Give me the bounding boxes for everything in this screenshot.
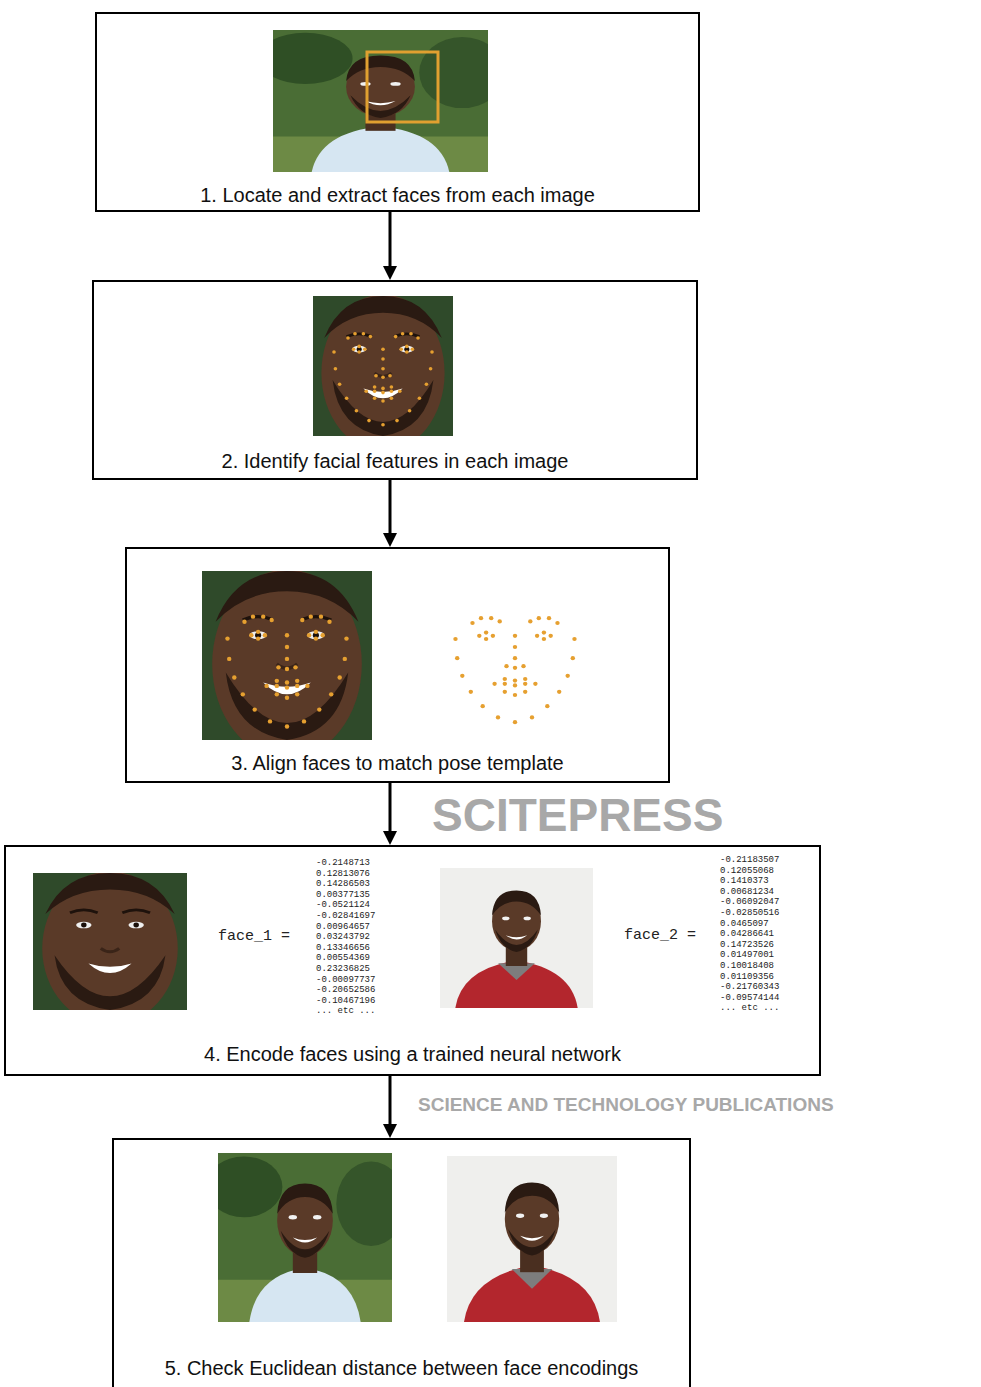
step-caption: 3. Align faces to match pose template xyxy=(127,752,668,775)
vector-value: 0.00681234 xyxy=(720,887,774,897)
flow-arrow xyxy=(383,783,397,845)
landmarks xyxy=(225,614,348,728)
vector-value: 0.12055068 xyxy=(720,866,774,876)
arrow-line xyxy=(389,783,392,831)
arrow-head xyxy=(383,831,397,845)
vector-value: ... etc ... xyxy=(316,1006,375,1016)
vector-value: 0.01497001 xyxy=(720,950,774,960)
vector-value: 0.14723526 xyxy=(720,940,774,950)
pose-template xyxy=(453,616,576,724)
vector-value: 0.00377135 xyxy=(316,890,370,900)
vector-value: -0.21183507 xyxy=(720,855,779,865)
step-caption: 4. Encode faces using a trained neural n… xyxy=(6,1043,819,1066)
photo xyxy=(447,1156,617,1322)
vector-value: -0.10467196 xyxy=(316,996,375,1006)
vector-value: 0.1410373 xyxy=(720,876,769,886)
arrow-head xyxy=(383,266,397,280)
vector-value: 0.23236825 xyxy=(316,964,370,974)
photo xyxy=(33,872,187,1025)
landmarks xyxy=(332,332,434,427)
vector-name: face_2 = xyxy=(624,927,696,944)
arrow-line xyxy=(389,212,392,266)
vector-value: 0.01109356 xyxy=(720,972,774,982)
arrow-head xyxy=(383,533,397,547)
vector-value: -0.21760343 xyxy=(720,982,779,992)
vector-value: 0.14286503 xyxy=(316,879,370,889)
process-box: 1. Locate and extract faces from each im… xyxy=(95,12,700,212)
vector-value: 0.0465097 xyxy=(720,919,769,929)
arrow-head xyxy=(383,1124,397,1138)
step-caption: 1. Locate and extract faces from each im… xyxy=(97,184,698,207)
photo xyxy=(313,295,453,452)
photo xyxy=(440,868,593,1008)
photo xyxy=(258,30,505,172)
vector-value: ... etc ... xyxy=(720,1003,779,1013)
step-caption: 5. Check Euclidean distance between face… xyxy=(114,1357,689,1380)
watermark: SCITEPRESS xyxy=(432,788,723,842)
flow-arrow xyxy=(383,480,397,547)
vector-value: 0.00554369 xyxy=(316,953,370,963)
vector-value: -0.09574144 xyxy=(720,993,779,1003)
flow-arrow xyxy=(383,1076,397,1138)
flow-arrow xyxy=(383,212,397,280)
vector-value: -0.00097737 xyxy=(316,975,375,985)
photo xyxy=(202,569,372,758)
vector-value: -0.0521124 xyxy=(316,900,370,910)
vector-value: 0.10018408 xyxy=(720,961,774,971)
vector-name: face_1 = xyxy=(218,928,290,945)
process-box: 5. Check Euclidean distance between face… xyxy=(112,1138,691,1387)
vector-value: 0.13346656 xyxy=(316,943,370,953)
vector-value: -0.02841697 xyxy=(316,911,375,921)
arrow-line xyxy=(389,1076,392,1124)
vector-value: -0.20652586 xyxy=(316,985,375,995)
vector-value: 0.12813076 xyxy=(316,869,370,879)
vector-value: 0.04286641 xyxy=(720,929,774,939)
photo xyxy=(206,1153,406,1322)
vector-value: -0.2148713 xyxy=(316,858,370,868)
watermark: SCIENCE AND TECHNOLOGY PUBLICATIONS xyxy=(418,1094,834,1116)
arrow-line xyxy=(389,480,392,533)
vector-value: -0.02850516 xyxy=(720,908,779,918)
process-box: 3. Align faces to match pose template xyxy=(125,547,670,783)
process-box: 4. Encode faces using a trained neural n… xyxy=(4,845,821,1076)
process-box: 2. Identify facial features in each imag… xyxy=(92,280,698,480)
vector-value: 0.03243792 xyxy=(316,932,370,942)
vector-value: -0.06092047 xyxy=(720,897,779,907)
face-box xyxy=(367,52,438,122)
vector-value: 0.00964657 xyxy=(316,922,370,932)
step-caption: 2. Identify facial features in each imag… xyxy=(94,450,696,473)
